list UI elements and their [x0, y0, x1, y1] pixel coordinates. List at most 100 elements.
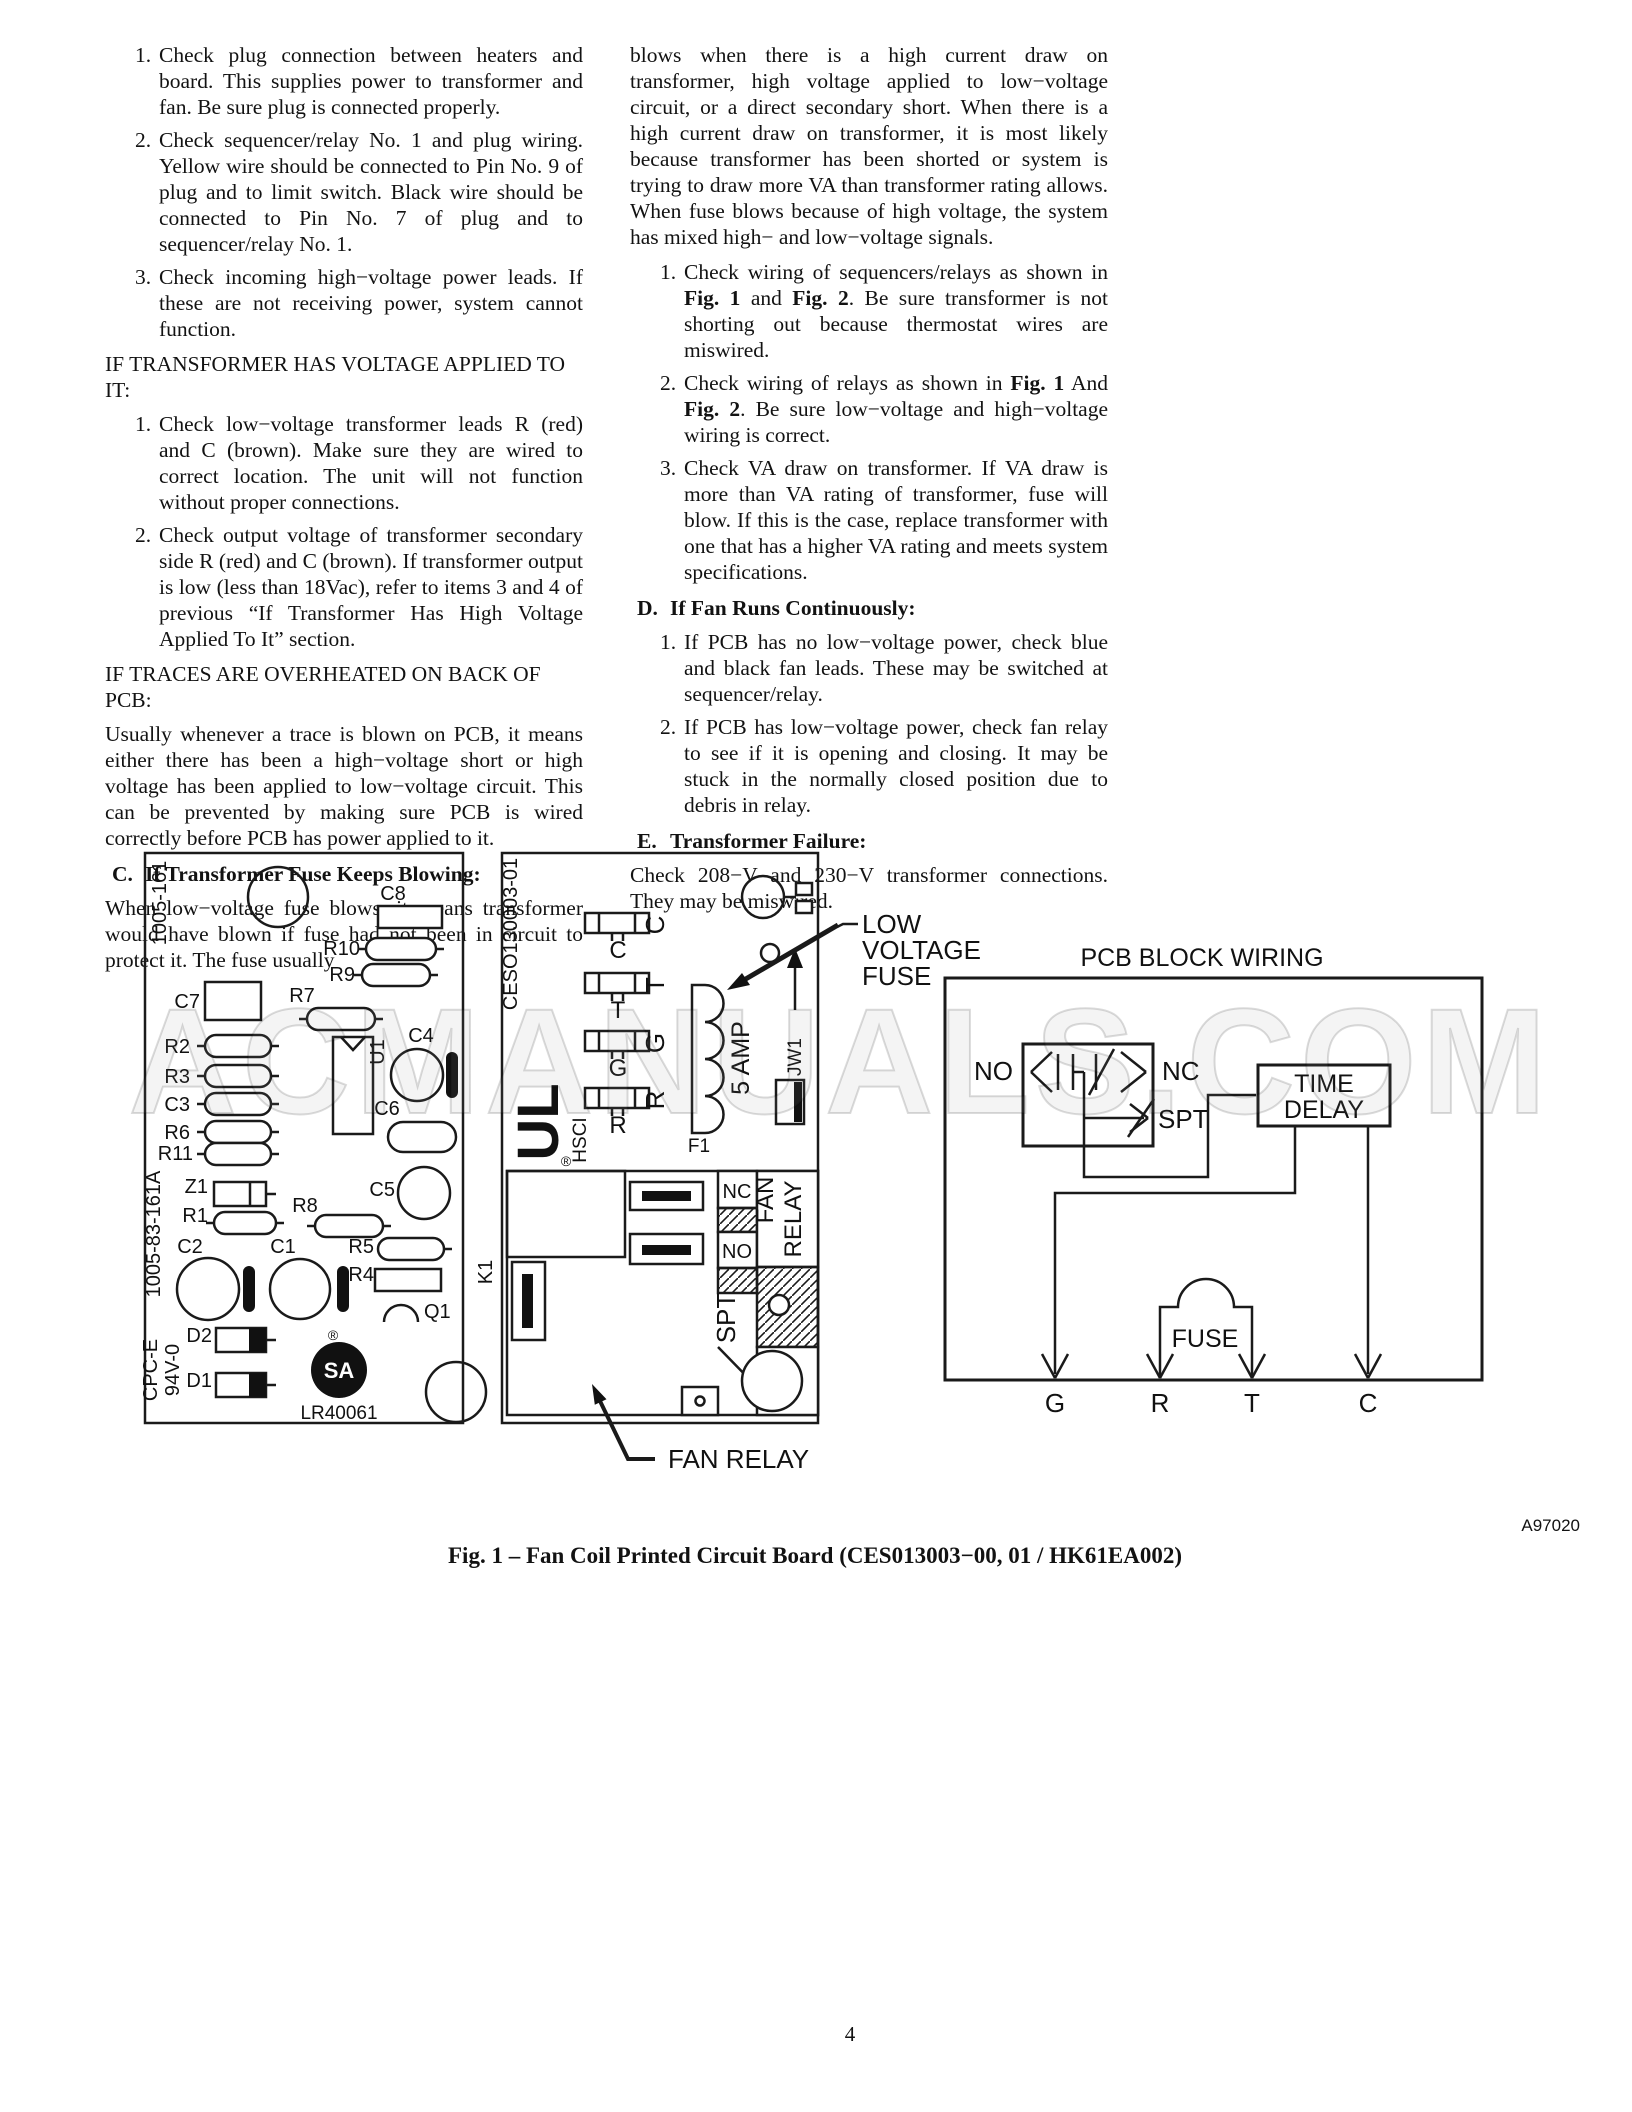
block-terminal-r: R	[1151, 1388, 1170, 1418]
svg-text:FUSE: FUSE	[862, 961, 931, 991]
silkscreen-id: 1005-83-161A	[143, 1170, 165, 1297]
block-diagram-title: PCB BLOCK WIRING	[1080, 944, 1323, 972]
csa-logo-icon	[311, 1342, 367, 1398]
ul-logo-icon: UL	[506, 1083, 571, 1160]
pcb-label-r4: R4	[348, 1264, 374, 1286]
pcb-label-c7: C7	[174, 991, 200, 1013]
fan-relay-callout: FAN RELAY	[592, 1384, 809, 1474]
list-item: 2.Check output voltage of transformer se…	[105, 522, 583, 652]
subsection-header: E.Transformer Failure:	[630, 828, 1108, 854]
block-terminal-t: T	[1244, 1388, 1260, 1418]
list-number: 3.	[135, 265, 152, 289]
left-column: 1. Check plug connection between heaters …	[105, 42, 583, 982]
list-item: 2.Check wiring of relays as shown in Fig…	[630, 370, 1108, 448]
arrow-icon	[727, 973, 750, 990]
silkscreen-id: 1005-161	[149, 861, 171, 946]
list-text: Check incoming high−voltage power leads.…	[159, 265, 583, 341]
list-number: 2.	[135, 523, 152, 547]
pcb-label-r7: R7	[289, 985, 315, 1007]
figure-reference-code: A97020	[1521, 1516, 1580, 1535]
silkscreen-id: CPC-E	[140, 1339, 162, 1401]
list-item: 1. Check wiring of sequencers/relays as s…	[630, 259, 1108, 363]
time-delay-label: DELAY	[1284, 1096, 1364, 1124]
list-item: 1. Check plug connection between heaters …	[105, 42, 583, 120]
terminal-label-g: G	[609, 1055, 628, 1082]
pcb-label-r10: R10	[323, 938, 360, 960]
list-item: 1.Check low−voltage transformer leads R …	[105, 411, 583, 515]
svg-text:LOW: LOW	[862, 909, 922, 939]
pcb-label-r6: R6	[164, 1122, 190, 1144]
pcb-label-r3: R3	[164, 1066, 190, 1088]
contact-symbols	[1030, 1048, 1156, 1138]
list-text: Check VA draw on transformer. If VA draw…	[684, 456, 1108, 584]
pcb-label-c6: C6	[374, 1098, 400, 1120]
pcb-label-c5: C5	[369, 1179, 395, 1201]
arrow-icon	[592, 1384, 607, 1405]
fan-relay-component: NC NO FAN RELAY SPT	[505, 1169, 820, 1417]
list-item: 3. Check incoming high−voltage power lead…	[105, 264, 583, 342]
header-text: If Transformer Fuse Keeps Blowing:	[145, 862, 481, 886]
terminal-label-r-rot: R	[640, 1091, 670, 1110]
list-text: Check plug connection between heaters an…	[159, 43, 583, 119]
header-letter: C.	[112, 862, 133, 886]
terminal-label-c-rot: C	[640, 916, 670, 935]
list-text: Check wiring of relays as shown in Fig. …	[684, 371, 1109, 447]
section-header: IF TRANSFORMER HAS VOLTAGE APPLIED TO IT…	[105, 352, 566, 402]
pcb-label-d2: D2	[186, 1325, 212, 1347]
pcb-label-c2: C2	[177, 1236, 203, 1258]
header-letter: D.	[637, 596, 658, 620]
registered-mark-icon: ®	[561, 1153, 572, 1169]
list-text: Check wiring of sequencers/relays as sho…	[684, 260, 1108, 362]
subsection-header: D. If Fan Runs Continuously:	[630, 595, 1108, 621]
list-text: If PCB has no low−voltage power, check b…	[684, 630, 1108, 706]
pcb-label-r11: R11	[158, 1143, 193, 1165]
pcb-left-board: 1005-161 1005-83-161A CPC-E 94V-0 C8 R10…	[140, 851, 488, 1425]
registered-mark-icon: ®	[328, 1327, 339, 1343]
pcb-label-u1: U1	[367, 1039, 389, 1065]
pcb-label-z1: Z1	[185, 1176, 208, 1198]
silkscreen-id: CESO130003-01	[500, 858, 522, 1010]
block-terminal-g: G	[1045, 1388, 1065, 1418]
page-number: 4	[844, 2022, 856, 2046]
list-number: 2.	[135, 128, 152, 152]
time-delay-label: TIME	[1294, 1070, 1354, 1098]
terminal-blocks: C T G R C T G R	[583, 911, 670, 1139]
relay-contact-nc: NC	[723, 1181, 752, 1203]
list-item: 2.If PCB has low−voltage power, check fa…	[630, 714, 1108, 818]
low-voltage-fuse-callout: LOW VOLTAGE FUSE	[727, 909, 981, 991]
relay-name-fan: FAN	[752, 1177, 779, 1224]
pcb-label-r5: R5	[348, 1236, 374, 1258]
list-number: 1.	[660, 260, 677, 284]
list-number: 2.	[660, 715, 677, 739]
terminal-arrows	[1040, 1353, 1383, 1379]
pcb-label-r9: R9	[329, 964, 355, 986]
pcb-label-r1: R1	[182, 1205, 208, 1227]
terminal-label-t-rot: T	[640, 977, 670, 993]
block-no-label: NO	[974, 1056, 1013, 1086]
fuse-symbol	[1158, 1277, 1254, 1378]
pcb-label-c8: C8	[380, 883, 406, 905]
pcb-label-d1: D1	[186, 1370, 212, 1392]
header-text: If Fan Runs Continuously:	[670, 596, 916, 620]
fuse-rating: 5 AMP	[727, 1021, 755, 1095]
list-number: 1.	[135, 43, 152, 67]
csa-logo-letters: SA	[324, 1358, 355, 1383]
hsci-label: HSCI	[570, 1117, 591, 1162]
pcb-label-c3: C3	[164, 1094, 190, 1116]
svg-text:FAN RELAY: FAN RELAY	[668, 1444, 809, 1474]
mounting-hole	[424, 1360, 488, 1424]
silkscreen-id: 94V-0	[162, 1344, 184, 1396]
pcb-label-c4: C4	[408, 1025, 434, 1047]
list-number: 3.	[660, 456, 677, 480]
list-text: Check low−voltage transformer leads R (r…	[159, 412, 583, 514]
terminal-label-g-rot: G	[640, 1033, 670, 1053]
transistor-q1	[382, 1303, 420, 1323]
right-column: blows when there is a high current draw …	[630, 42, 1108, 923]
svg-text:VOLTAGE: VOLTAGE	[862, 935, 981, 965]
paragraph: blows when there is a high current draw …	[630, 43, 1108, 249]
paragraph: Check 208−V and 230−V transformer connec…	[630, 863, 1108, 913]
list-item: 2.Check sequencer/relay No. 1 and plug w…	[105, 127, 583, 257]
relay-ref: K1	[475, 1260, 497, 1284]
